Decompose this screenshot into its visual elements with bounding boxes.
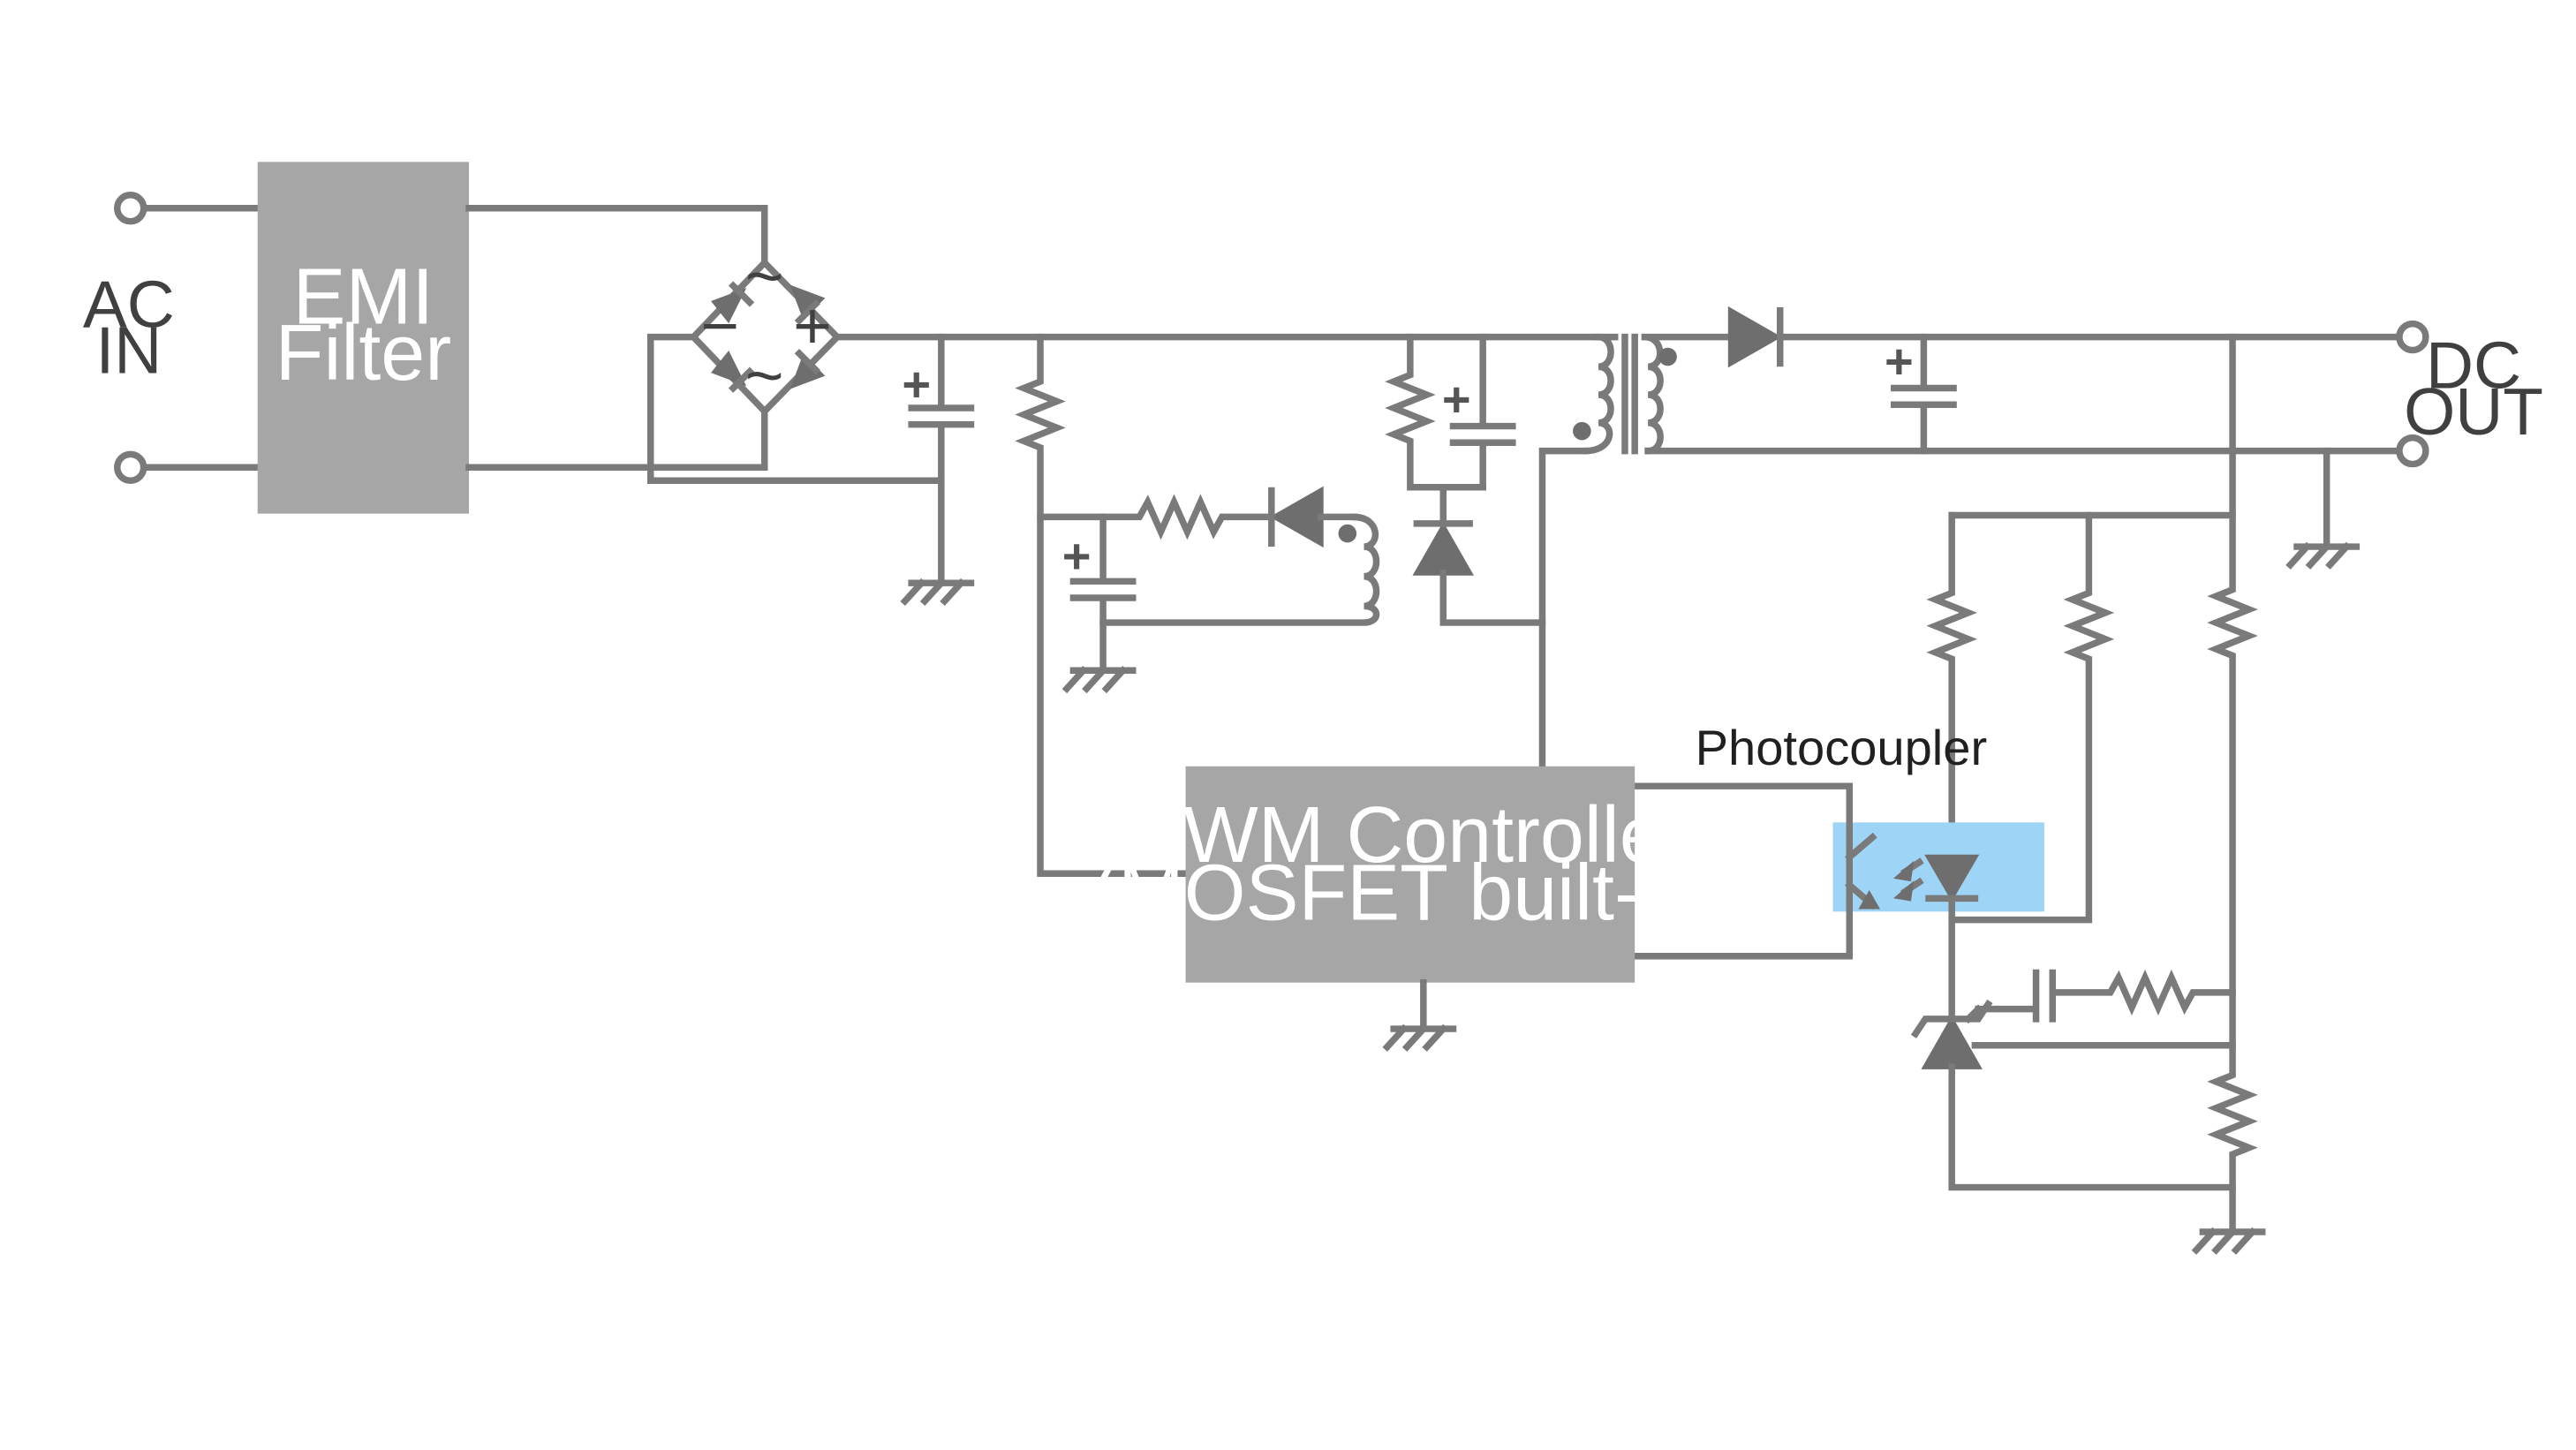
ground-symbol-2	[1061, 666, 1137, 694]
aux-winding-dot	[1338, 524, 1357, 543]
output-capacitor-plus: +	[1885, 333, 1914, 389]
bridge-ac-symbol-bottom: ~	[745, 338, 784, 412]
photocoupler: Photocoupler	[1631, 720, 2044, 1021]
ground-symbol-3	[2285, 447, 2361, 570]
transformer	[1573, 333, 1677, 455]
primary-dot	[1573, 421, 1591, 441]
ac-terminal-bottom	[114, 450, 147, 484]
dc-out-label-1: DC	[2426, 329, 2521, 403]
pwm-controller-label-2: (MOSFET built-in)	[1092, 850, 1728, 938]
output-capacitor: +	[1885, 333, 1957, 455]
ac-in-label-2: IN	[95, 313, 162, 388]
shunt-regulator-symbol	[1921, 1016, 1983, 1069]
snubber-circuit: +	[1385, 333, 1546, 626]
emi-filter-block: EMI Filter	[257, 162, 470, 514]
ac-input: AC IN	[83, 192, 261, 484]
ground-symbol-5	[1382, 978, 1457, 1052]
dc-terminal-positive	[2396, 320, 2429, 354]
bridge-diode-3	[711, 350, 755, 393]
bridge-ac-symbol-top: ~	[745, 239, 784, 313]
phototransistor-emitter-arrow	[1858, 889, 1881, 910]
bridge-plus-symbol: +	[793, 289, 832, 363]
aux-diode	[1268, 486, 1358, 548]
bridge-diode-2	[789, 284, 826, 326]
bulk-capacitor: +	[902, 333, 975, 586]
aux-capacitor-plus: +	[1062, 528, 1092, 584]
startup-resistor	[1015, 333, 1190, 878]
emi-filter-label-1: EMI	[293, 253, 434, 342]
bridge-rectifier: ~ ~ − +	[689, 239, 842, 417]
light-arrow-2	[1892, 880, 1915, 902]
ac-terminal-top	[114, 192, 147, 225]
ground-symbol-4	[2191, 1227, 2266, 1255]
bridge-minus-symbol: −	[700, 289, 739, 363]
bias-resistor	[1948, 511, 2115, 924]
aux-branch: +	[1037, 486, 1380, 675]
bulk-capacitor-plus: +	[902, 357, 931, 412]
pwm-controller-block: PWM Controller (MOSFET built-in)	[1092, 766, 1729, 983]
bridge-diode-1	[711, 281, 755, 324]
secondary-dot	[1658, 347, 1677, 366]
compensation-network	[1963, 969, 2236, 1024]
snubber-diode	[1412, 521, 1475, 576]
light-arrow-1	[1892, 860, 1915, 882]
led-series-resistor	[1926, 511, 1977, 861]
photocoupler-label: Photocoupler	[1696, 720, 1987, 775]
ac-in-label-1: AC	[83, 267, 175, 341]
dc-terminal-negative	[2396, 434, 2429, 468]
photocoupler-led	[1924, 854, 1980, 902]
shunt-regulator	[1910, 999, 2236, 1191]
output-diode	[1727, 306, 1784, 368]
bridge-diode-4	[789, 348, 826, 389]
dc-out-label-2: OUT	[2404, 374, 2543, 449]
ground-symbol-1	[900, 578, 975, 607]
snubber-capacitor-plus: +	[1442, 371, 1471, 427]
pwm-controller-label-1: PWM Controller	[1130, 791, 1689, 880]
emi-filter-label-2: Filter	[276, 309, 451, 397]
